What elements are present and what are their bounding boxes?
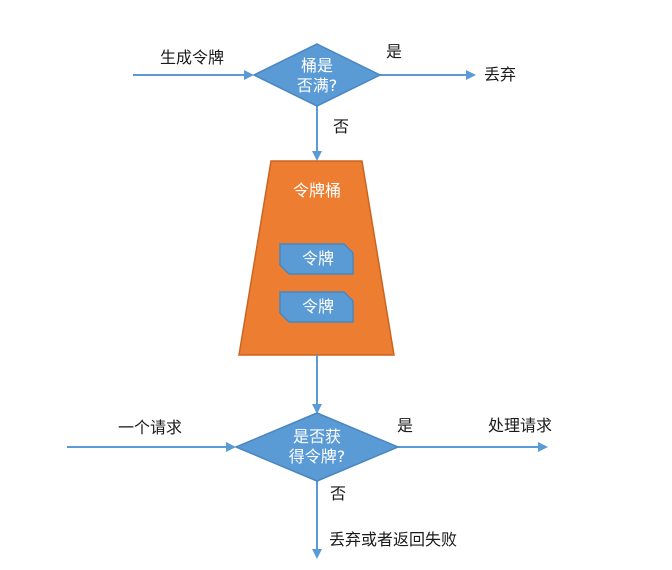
token-label-2: 令牌 [301, 297, 334, 316]
request-label: 一个请求 [118, 418, 183, 437]
token-shape-2 [279, 291, 354, 323]
generate-token-label: 生成令牌 [160, 48, 225, 67]
bucket-full-decision-diamond [252, 43, 382, 107]
bucket-full-yes-label: 是 [386, 42, 403, 61]
got-token-decision-diamond [234, 412, 400, 482]
discard-label: 丢弃 [484, 65, 517, 84]
got-token-no-label: 否 [330, 484, 347, 503]
token-bucket-title: 令牌桶 [292, 181, 341, 200]
process-request-label: 处理请求 [488, 416, 553, 435]
token-label-1: 令牌 [301, 249, 334, 268]
got-token-decision-line2: 得令牌? [288, 447, 346, 466]
bucket-full-decision-line1: 桶是 [300, 56, 333, 75]
token-shape-1 [279, 243, 354, 275]
bucket-full-decision-line2: 否满? [296, 76, 338, 95]
got-token-decision-line1: 是否获 [292, 427, 341, 446]
bucket-full-no-label: 否 [333, 117, 350, 136]
discard-or-fail-label: 丢弃或者返回失败 [329, 530, 458, 549]
got-token-yes-label: 是 [397, 416, 414, 435]
